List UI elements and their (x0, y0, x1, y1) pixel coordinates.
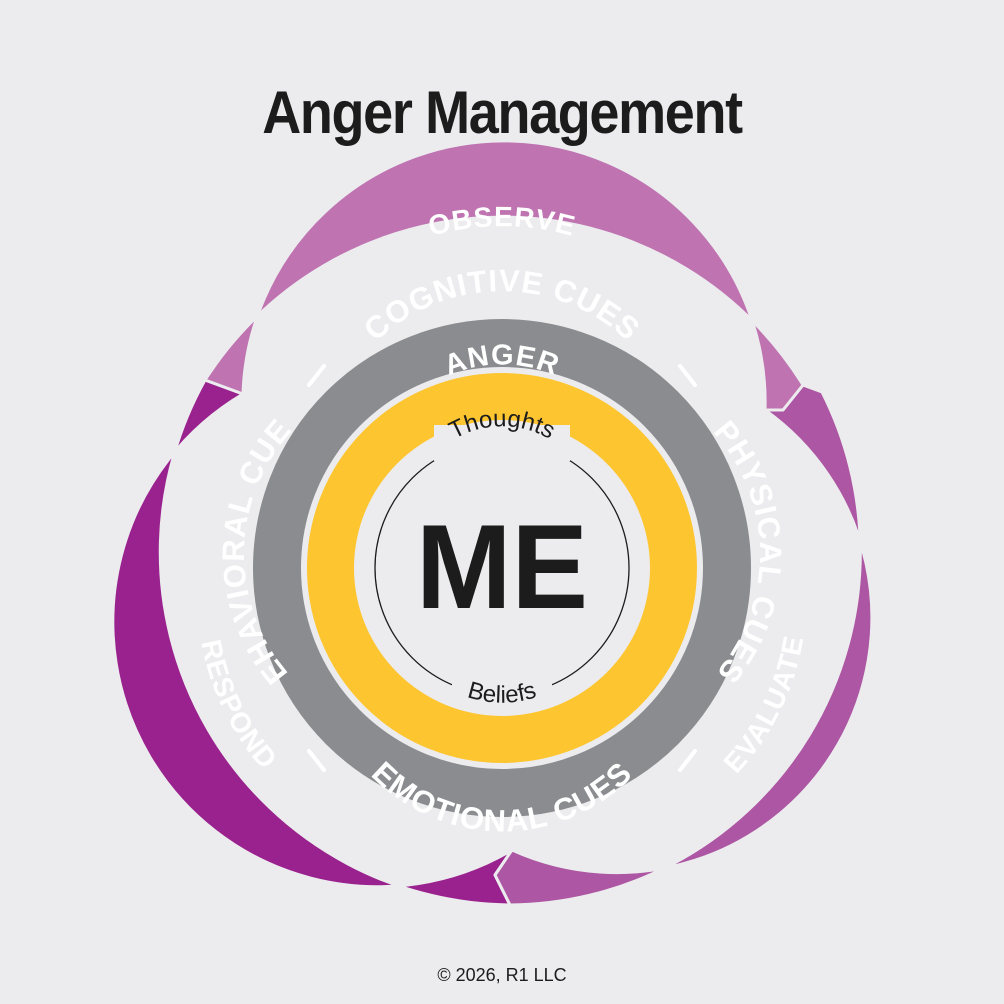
observe-segment (203, 139, 805, 412)
page-title: Anger Management (262, 79, 743, 146)
thoughts-gap (434, 425, 570, 461)
center-disc (354, 420, 650, 716)
beliefs-gap (452, 664, 552, 698)
evaluate-segment (493, 383, 874, 907)
me-label: ME (416, 500, 588, 634)
copyright-footer: © 2026, R1 LLC (437, 965, 567, 985)
respond-segment (111, 378, 514, 907)
cue-dividers (307, 364, 697, 772)
